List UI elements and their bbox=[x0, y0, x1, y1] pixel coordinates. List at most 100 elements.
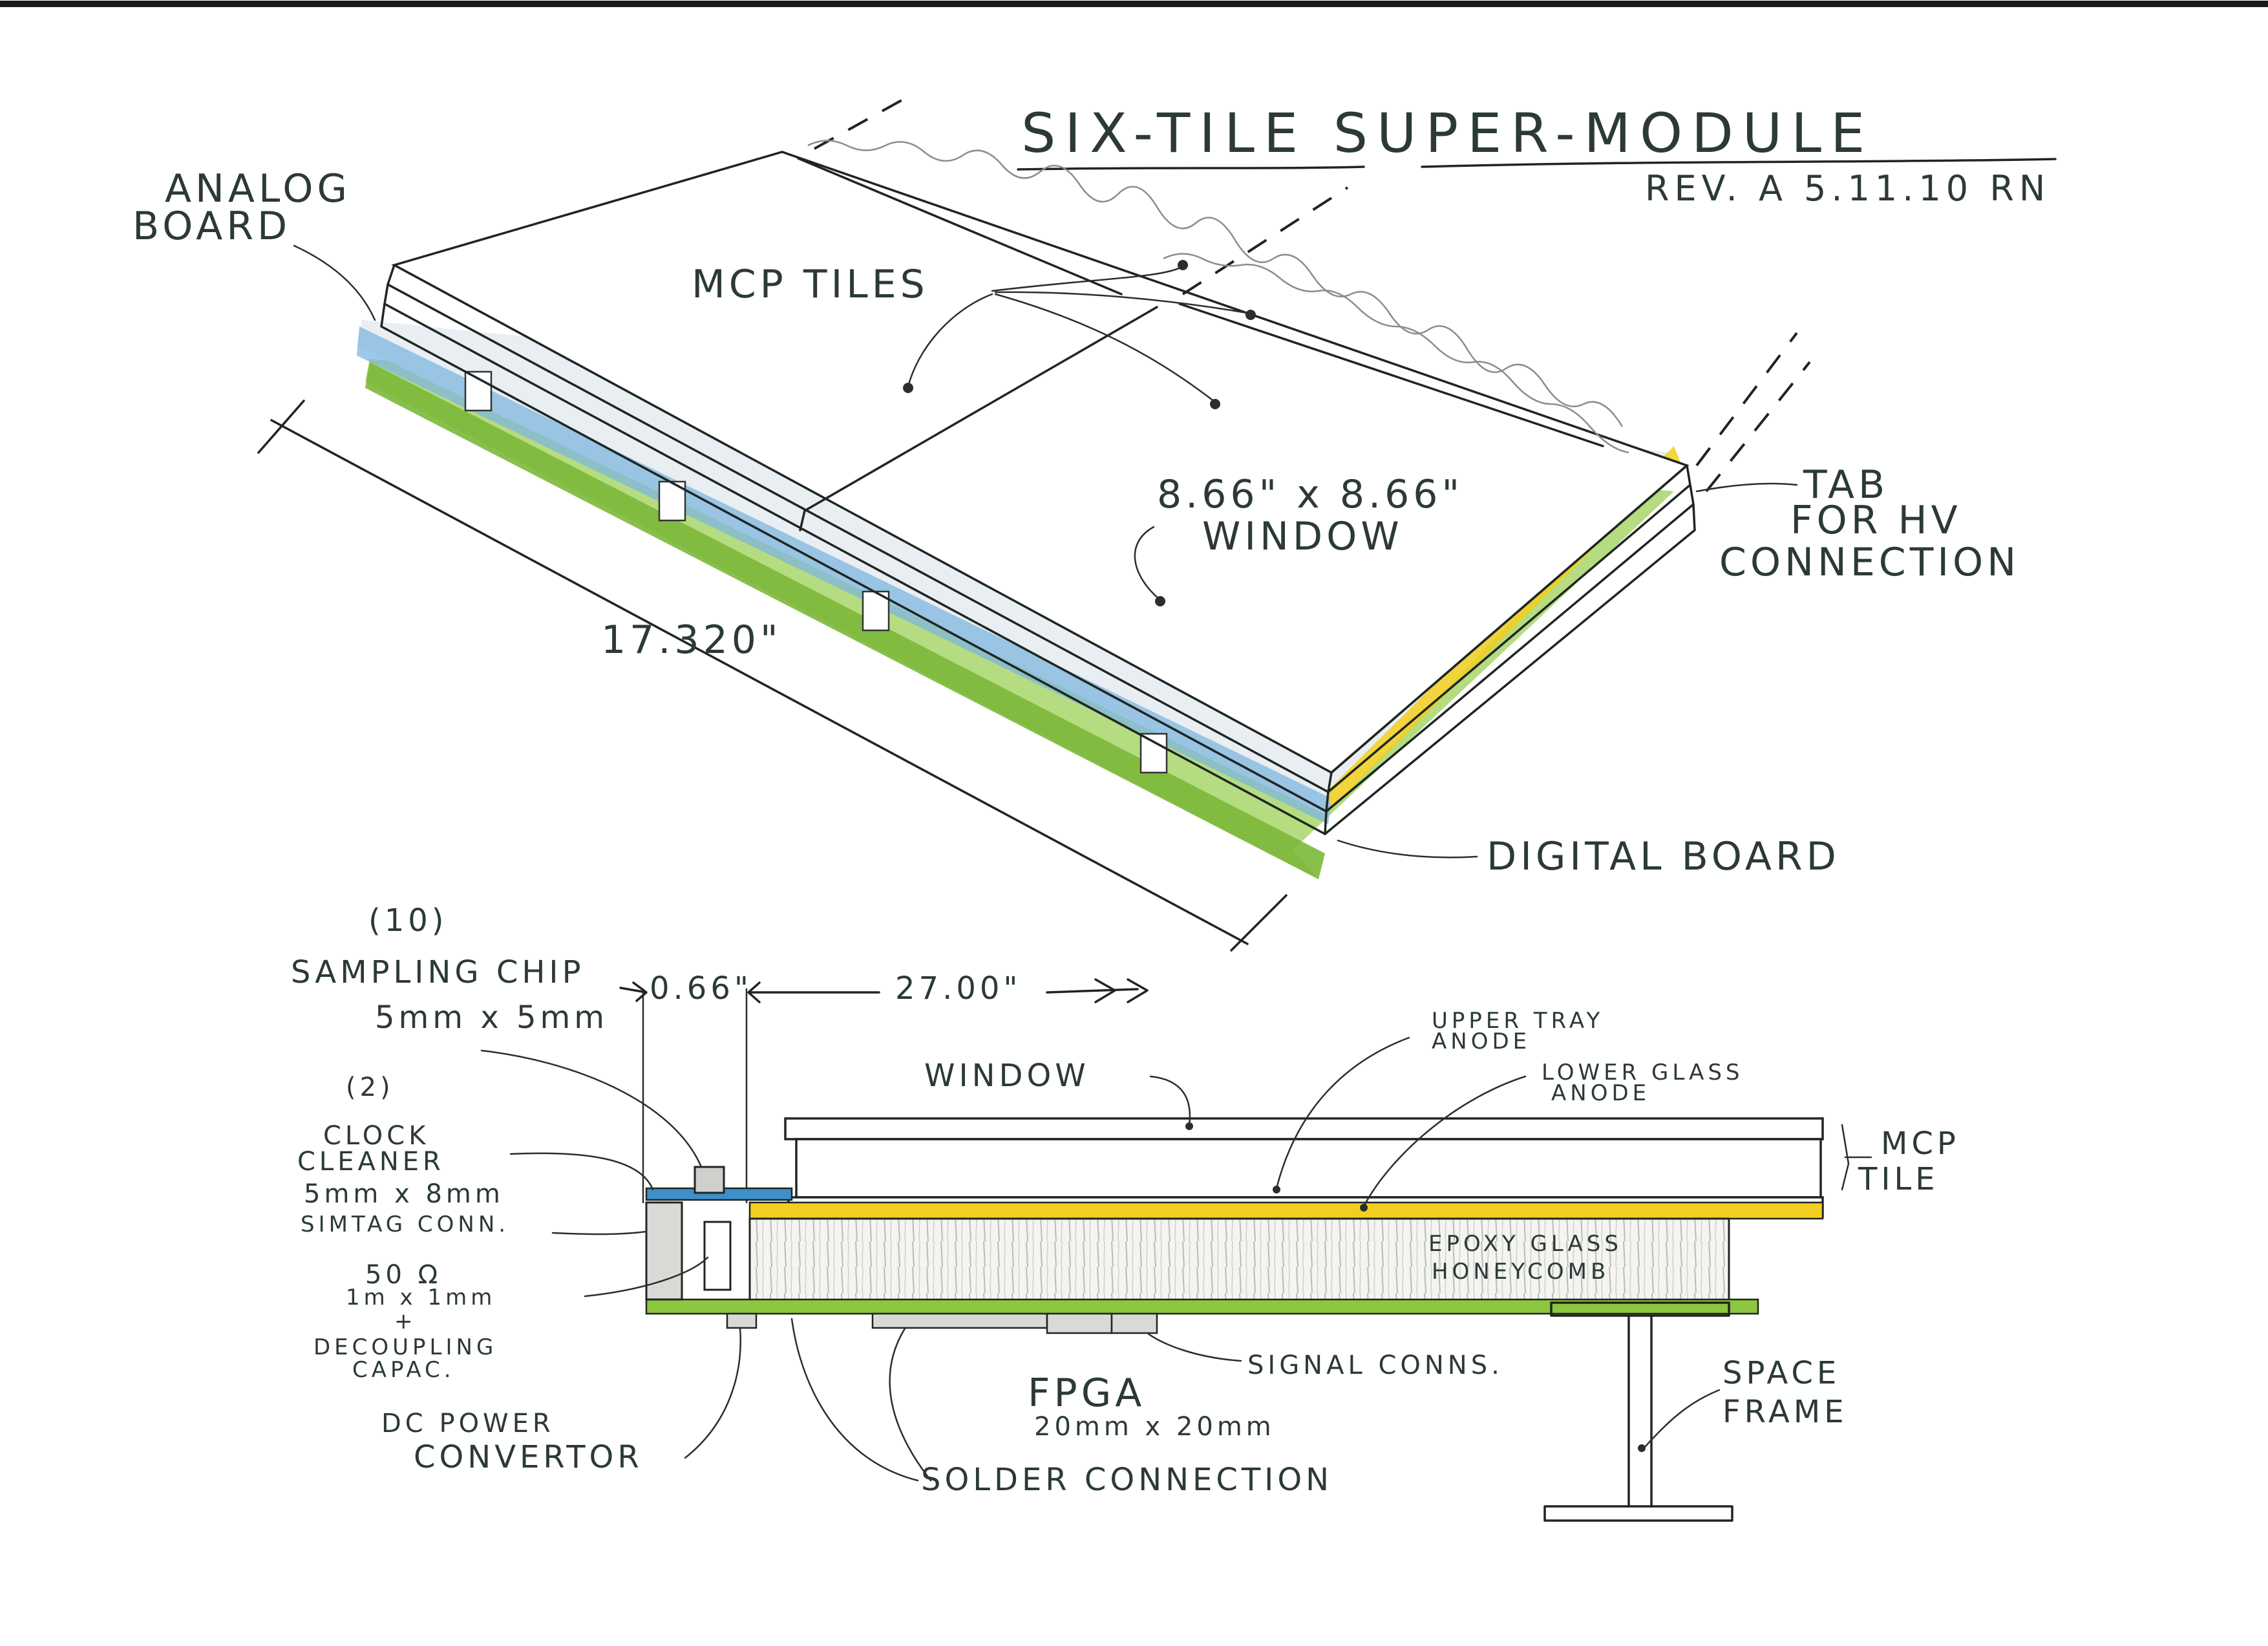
label-length-dim: 17.320" bbox=[601, 617, 782, 663]
mcp-tiles-dot-2 bbox=[1210, 399, 1220, 409]
space-frame-web bbox=[1627, 1314, 1653, 1508]
length-dim-tick-2 bbox=[1230, 894, 1288, 952]
upper-anode-leader bbox=[1275, 1036, 1410, 1190]
tile-front-edge-2 bbox=[383, 283, 1330, 813]
label-frame: FRAME bbox=[1722, 1394, 1848, 1430]
dc-power-leader bbox=[684, 1327, 741, 1459]
mcp-leader-1 bbox=[907, 293, 993, 388]
break-line-lower bbox=[1163, 253, 1629, 454]
cross-section-view bbox=[480, 978, 1872, 1522]
label-space: SPACE bbox=[1722, 1355, 1840, 1391]
label-solder: SOLDER CONNECTION bbox=[921, 1462, 1333, 1498]
isometric-module-view bbox=[257, 99, 1811, 952]
tile-right-edge-1 bbox=[1327, 464, 1691, 793]
label-clock: CLOCK bbox=[323, 1121, 429, 1151]
label-mcp-tiles: MCP TILES bbox=[692, 262, 929, 307]
label-upper-anode: ANODE bbox=[1432, 1029, 1531, 1054]
revision-note: REV. A 5.11.10 RN bbox=[1645, 168, 2050, 209]
fpga-block bbox=[871, 1312, 1048, 1329]
label-sampling-chip: SAMPLING CHIP bbox=[291, 954, 585, 990]
label-fpga-size: 20mm x 20mm bbox=[1034, 1412, 1275, 1442]
sampling-chip-leader bbox=[480, 1049, 703, 1168]
resistor-block bbox=[703, 1221, 732, 1291]
mcp-upper-anode-layer bbox=[795, 1138, 1822, 1199]
tile-front-edge-3 bbox=[380, 303, 1328, 835]
mcp-leader-2 bbox=[991, 265, 1184, 292]
mcp-tiles-dot-4 bbox=[1245, 310, 1256, 320]
label-window: WINDOW bbox=[1202, 514, 1403, 559]
solder-leader bbox=[790, 1318, 919, 1482]
label-for-hv: FOR HV bbox=[1790, 498, 1962, 543]
length-dim-tick-1 bbox=[257, 400, 305, 454]
dim-small-arrow bbox=[619, 981, 648, 1002]
label-fpga: FPGA bbox=[1028, 1371, 1145, 1416]
clock-cleaner-leader bbox=[509, 1152, 654, 1191]
digital-board-leader bbox=[1337, 839, 1478, 859]
diagram-title: SIX-TILE SUPER-MODULE bbox=[1021, 102, 1874, 165]
space-frame-leader bbox=[1644, 1389, 1721, 1448]
tile-division-edge bbox=[799, 509, 806, 531]
label-board: BOARD bbox=[132, 204, 291, 249]
upper-anode-dot bbox=[1273, 1186, 1280, 1193]
label-dim-large: 27.00" bbox=[895, 970, 1022, 1007]
signal-conn-block-1 bbox=[1046, 1312, 1113, 1334]
label-clock-size: 5mm x 8mm bbox=[304, 1179, 504, 1209]
label-resistor: 50 Ω bbox=[365, 1260, 441, 1290]
mcp-tiles-dot-1 bbox=[903, 383, 913, 393]
spacer-4 bbox=[1139, 732, 1168, 774]
lower-anode-leader bbox=[1362, 1075, 1527, 1208]
digital-board-edge bbox=[365, 362, 1325, 879]
yellow-anode-strip bbox=[748, 1201, 1824, 1220]
tile-division-top bbox=[797, 157, 1123, 295]
label-cleaner: CLEANER bbox=[297, 1147, 445, 1177]
label-sampling-size: 5mm x 5mm bbox=[375, 999, 608, 1036]
title-underline-1 bbox=[1017, 166, 1365, 171]
dim-large-arrows-right bbox=[1046, 978, 1149, 1003]
space-frame-bottom-flange bbox=[1543, 1505, 1733, 1522]
tile-division-front bbox=[803, 306, 1158, 512]
resistor-leader bbox=[584, 1256, 709, 1298]
dash-line-4 bbox=[1705, 361, 1811, 493]
title-underline-2 bbox=[1421, 158, 2057, 168]
label-tab: TAB bbox=[1803, 462, 1889, 508]
label-dim-small: 0.66" bbox=[650, 970, 752, 1007]
space-frame-dot bbox=[1638, 1444, 1646, 1452]
label-lower-glass: LOWER GLASS bbox=[1542, 1060, 1744, 1085]
label-simtag: SIMTAG CONN. bbox=[301, 1212, 509, 1237]
analog-leader bbox=[293, 244, 376, 321]
dc-power-block bbox=[726, 1312, 758, 1329]
label-mcp: MCP bbox=[1881, 1126, 1960, 1162]
space-frame-top-flange bbox=[1550, 1301, 1730, 1317]
length-dim-line bbox=[270, 419, 1249, 945]
signal-conn-block-2 bbox=[1110, 1312, 1158, 1334]
label-plus: + bbox=[394, 1309, 417, 1334]
signal-conns-leader bbox=[1146, 1332, 1242, 1362]
break-line-upper bbox=[807, 140, 1624, 427]
label-decoupling: DECOUPLING bbox=[313, 1334, 497, 1360]
label-upper-tray: UPPER TRAY bbox=[1432, 1008, 1604, 1034]
label-lower-anode: ANODE bbox=[1551, 1080, 1650, 1106]
label-connection: CONNECTION bbox=[1719, 540, 2020, 585]
label-window-section: WINDOW bbox=[924, 1058, 1090, 1094]
dash-line-2 bbox=[1182, 186, 1349, 295]
tile-front-edge-1 bbox=[387, 264, 1333, 793]
label-analog: ANALOG bbox=[165, 166, 351, 211]
mcp-leader-4 bbox=[994, 291, 1252, 315]
window-leader bbox=[1134, 526, 1161, 601]
fpga-leader bbox=[889, 1327, 932, 1482]
label-resistor-size: 1m x 1mm bbox=[346, 1285, 496, 1310]
label-convertor: CONVERTOR bbox=[414, 1439, 643, 1475]
dash-line-3 bbox=[1695, 332, 1798, 467]
label-digital-board: DIGITAL BOARD bbox=[1487, 834, 1840, 879]
green-digital-board bbox=[645, 1298, 1759, 1315]
label-window-size: 8.66" x 8.66" bbox=[1157, 472, 1463, 517]
window-leader-dot bbox=[1185, 1122, 1193, 1130]
label-epoxy-glass: EPOXY GLASS bbox=[1428, 1231, 1622, 1257]
label-tile: TILE bbox=[1858, 1161, 1939, 1197]
label-sampling-qty: (10) bbox=[368, 903, 448, 939]
simtag-leader bbox=[551, 1230, 648, 1235]
left-side-block bbox=[645, 1201, 683, 1301]
label-dc-power: DC POWER bbox=[381, 1409, 555, 1438]
